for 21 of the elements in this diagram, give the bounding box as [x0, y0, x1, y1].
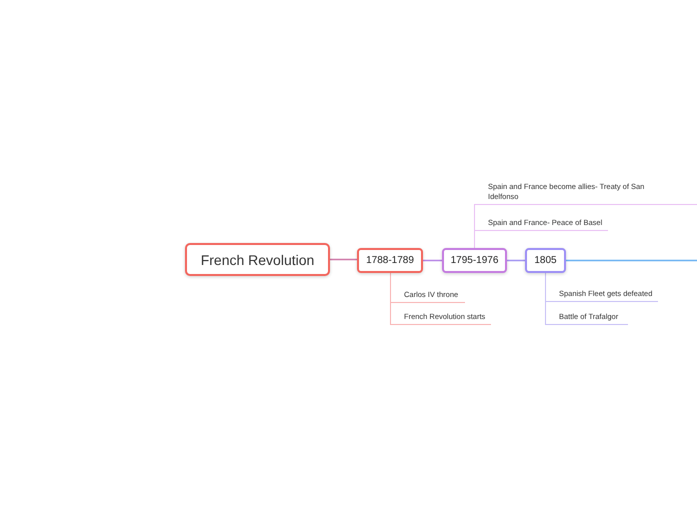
topic-title: 1795-1976: [450, 256, 498, 266]
underlined-subtopic: [390, 289, 465, 303]
branch-line: [545, 272, 546, 325]
topic-box: [357, 248, 423, 273]
topic-box: [525, 248, 566, 273]
topic-box: [442, 248, 507, 273]
underlined-subtopic: [545, 311, 628, 325]
connector-line: [330, 258, 357, 260]
underlined-subtopic: [390, 311, 491, 325]
connector-line: [423, 260, 442, 262]
connector-line: [566, 260, 697, 262]
topic-title: 1788-1789: [366, 256, 414, 266]
connector-line: [507, 260, 525, 262]
topic-title: 1805: [534, 256, 557, 266]
underlined-subtopic: [474, 217, 608, 231]
topic-box: [185, 243, 330, 276]
branch-line: [474, 230, 475, 248]
branch-line: [390, 272, 391, 325]
underlined-subtopic: [545, 288, 658, 302]
underlined-subtopic: [474, 182, 697, 205]
topic-title: French Revolution: [200, 252, 314, 266]
